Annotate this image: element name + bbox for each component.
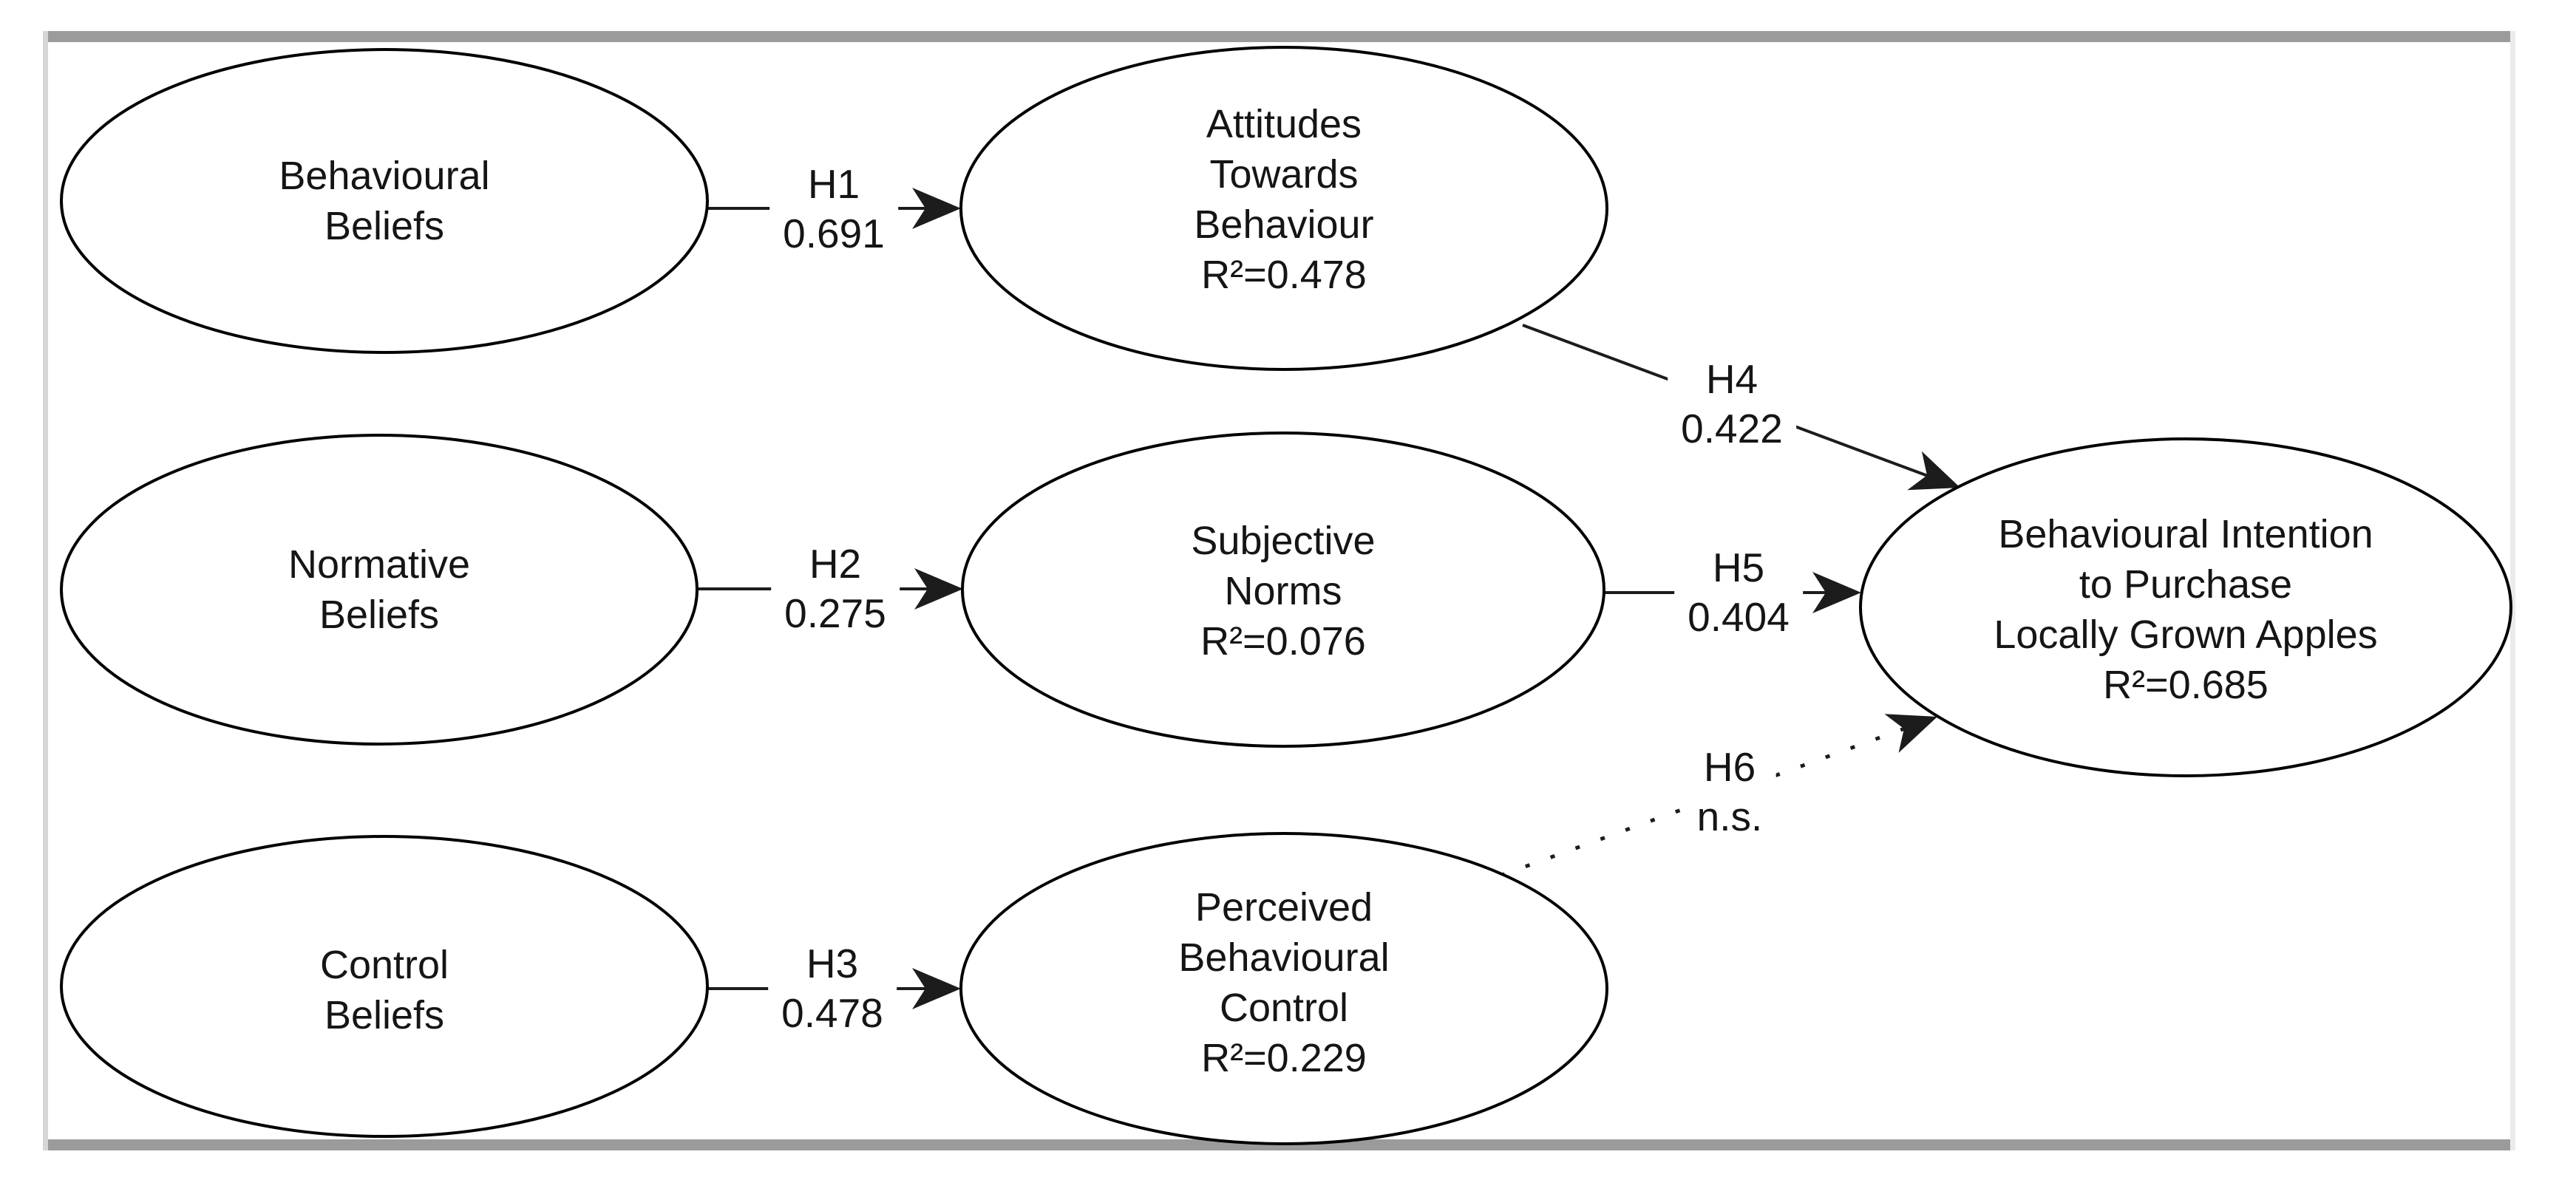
edge-hypothesis-h6: H6	[1703, 744, 1756, 790]
node-label-behavioural-beliefs: Behavioural Beliefs	[279, 154, 490, 248]
edge-label-h2: H2 0.275	[771, 538, 900, 640]
edge-value-h5: 0.404	[1688, 594, 1790, 640]
node-label-control-beliefs: Control Beliefs	[319, 943, 449, 1037]
frame-right-border	[2510, 31, 2515, 1150]
node-label-normative-beliefs: Normative Beliefs	[288, 542, 471, 637]
edge-label-h6: H6 n.s.	[1683, 741, 1776, 843]
arrowhead-h5-icon	[1812, 572, 1861, 613]
node-ellipse-behavioural-intention	[1859, 437, 2512, 777]
node-label-attitudes-towards-behaviour: Attitudes Towards Behaviour R²=0.478	[1194, 102, 1374, 297]
node-ellipse-normative-beliefs	[60, 434, 699, 746]
edge-hypothesis-h3: H3	[806, 941, 859, 986]
edge-value-h1: 0.691	[783, 211, 885, 256]
arrowhead-h2-icon	[914, 568, 963, 610]
edge-value-h3: 0.478	[781, 990, 883, 1036]
edge-hypothesis-h5: H5	[1712, 545, 1765, 590]
node-ellipse-control-beliefs	[60, 835, 709, 1138]
node-ellipse-subjective-norms	[961, 432, 1605, 748]
edge-value-h4: 0.422	[1681, 406, 1783, 451]
frame-left-border	[43, 31, 48, 1150]
edge-hypothesis-h4: H4	[1705, 356, 1758, 402]
node-label-behavioural-intention: Behavioural Intention to Purchase Locall…	[1994, 512, 2378, 707]
arrowhead-h6-icon	[1884, 714, 1937, 753]
edge-value-h2: 0.275	[784, 590, 886, 636]
edge-value-h6: n.s.	[1696, 794, 1763, 839]
frame-top-border	[43, 31, 2512, 42]
edge-label-h4: H4 0.422	[1668, 353, 1796, 455]
arrowhead-h4-icon	[1907, 451, 1960, 491]
edge-label-h3: H3 0.478	[768, 938, 897, 1040]
edge-label-h1: H1 0.691	[769, 158, 898, 260]
node-label-subjective-norms: Subjective Norms R²=0.076	[1191, 519, 1376, 664]
edge-label-h5: H5 0.404	[1674, 542, 1803, 644]
edge-hypothesis-h2: H2	[809, 541, 862, 587]
node-ellipse-attitudes-towards-behaviour	[959, 46, 1608, 371]
node-ellipse-perceived-behavioural-control	[959, 832, 1608, 1145]
node-label-perceived-behavioural-control: Perceived Behavioural Control R²=0.229	[1178, 885, 1390, 1080]
node-ellipse-behavioural-beliefs	[60, 48, 709, 354]
arrowhead-h1-icon	[912, 188, 961, 229]
arrowhead-h3-icon	[912, 968, 961, 1009]
edge-hypothesis-h1: H1	[807, 161, 860, 207]
